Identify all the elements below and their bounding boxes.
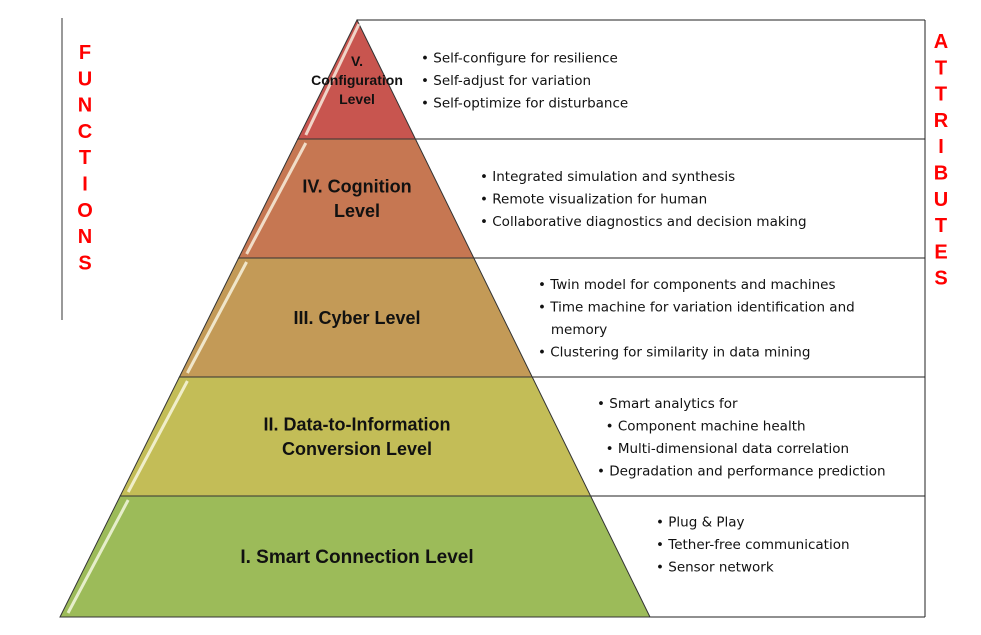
attribute-item: memory	[538, 322, 607, 338]
attribute-item: • Plug & Play	[656, 515, 745, 531]
attribute-item: • Tether-free communication	[656, 537, 850, 553]
attributes-letter: E	[934, 241, 947, 263]
attribute-item: • Self-optimize for disturbance	[421, 96, 628, 112]
attribute-item: • Remote visualization for human	[480, 192, 707, 208]
attribute-item: • Multi-dimensional data correlation	[597, 441, 849, 457]
functions-letter: F	[79, 42, 91, 64]
attributes-letter: A	[934, 31, 948, 53]
level-band	[59, 495, 651, 618]
level-band	[119, 376, 592, 497]
level-title: Level	[339, 91, 375, 107]
attributes-letter: T	[935, 57, 947, 79]
level-title: III. Cyber Level	[293, 308, 420, 328]
attribute-item: • Integrated simulation and synthesis	[480, 169, 735, 185]
functions-letter: O	[77, 200, 93, 222]
level-title: Conversion Level	[282, 439, 432, 459]
functions-letter: C	[78, 121, 92, 143]
attribute-item: • Component machine health	[597, 418, 806, 434]
level-highlight	[126, 380, 189, 493]
functions-letter: N	[78, 226, 92, 248]
attributes-letter: U	[934, 189, 948, 211]
pyramid-level-1: I. Smart Connection Level • Plug & Play • …	[59, 495, 850, 618]
level-highlight	[304, 23, 361, 136]
attribute-item: • Self-adjust for variation	[421, 73, 591, 89]
attributes-letter: T	[935, 84, 947, 106]
level-band	[237, 138, 475, 259]
attributes-letter: B	[934, 163, 948, 185]
attribute-item: • Clustering for similarity in data mini…	[538, 344, 810, 360]
attributes-letter: R	[934, 110, 949, 132]
level-highlight	[66, 499, 130, 614]
level-highlight	[245, 142, 308, 255]
attribute-item: • Smart analytics for	[597, 396, 738, 412]
attribute-item: • Degradation and performance prediction	[597, 463, 886, 479]
attributes-table-frame	[357, 19, 926, 618]
level-highlight	[186, 261, 248, 374]
functions-letter: I	[82, 174, 88, 196]
attribute-item: • Self-configure for resilience	[421, 51, 618, 67]
level-title: V.	[351, 53, 363, 69]
attribute-item: • Collaborative diagnostics and decision…	[480, 214, 807, 230]
attributes-letter: I	[938, 136, 944, 158]
level-title: I. Smart Connection Level	[240, 547, 473, 568]
functions-letter: U	[78, 68, 92, 90]
functions-letter: T	[79, 147, 91, 169]
attribute-item: • Twin model for components and machines	[538, 277, 836, 293]
functions-letter: N	[78, 95, 92, 117]
functions-letter: S	[78, 252, 91, 274]
pyramid-level-3: III. Cyber Level • Twin model for compone…	[178, 257, 855, 378]
attributes-letter: T	[935, 215, 947, 237]
attribute-item: • Time machine for variation identificat…	[538, 299, 855, 315]
level-title: Level	[334, 201, 380, 221]
attributes-letter: S	[934, 268, 947, 290]
level-title: II. Data-to-Information	[264, 415, 451, 435]
attribute-item: • Sensor network	[656, 560, 774, 576]
level-title: Configuration	[311, 72, 403, 88]
level-title: IV. Cognition	[302, 177, 411, 197]
